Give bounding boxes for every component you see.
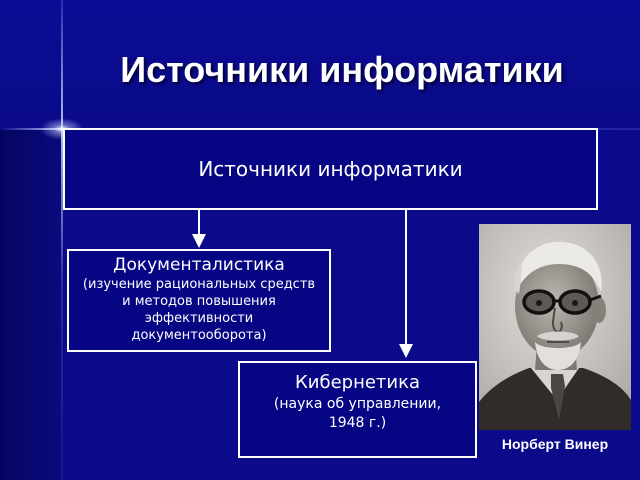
documentation-title: Документалистика [113, 255, 285, 275]
portrait-photo [479, 224, 631, 430]
root-node-label: Источники информатики [198, 157, 463, 181]
documentation-description-line: эффективности [144, 311, 254, 326]
cybernetics-title: Кибернетика [294, 372, 420, 393]
arrow-to-documentation [192, 210, 206, 248]
documentation-description-line: документооборота) [131, 328, 267, 343]
decorative-vertical-line [61, 0, 63, 480]
documentation-node: Документалистика (изучение рациональных … [67, 249, 331, 352]
root-node: Источники информатики [63, 128, 598, 210]
arrow-to-cybernetics [399, 210, 413, 358]
cybernetics-description: (наука об управлении, 1948 г.) [240, 395, 475, 433]
cybernetics-description-line: (наука об управлении, [273, 396, 442, 412]
slide-title: Источники информатики [120, 49, 564, 90]
portrait-caption: Норберт Винер [501, 436, 609, 452]
documentation-description-line: (изучение рациональных средств [82, 277, 316, 292]
cybernetics-node: Кибернетика (наука об управлении, 1948 г… [238, 361, 477, 458]
cybernetics-description-line: 1948 г.) [328, 415, 387, 431]
documentation-description-line: и методов повышения [122, 294, 276, 309]
documentation-description: (изучение рациональных средств и методов… [69, 276, 329, 344]
background-top-band [0, 0, 640, 130]
